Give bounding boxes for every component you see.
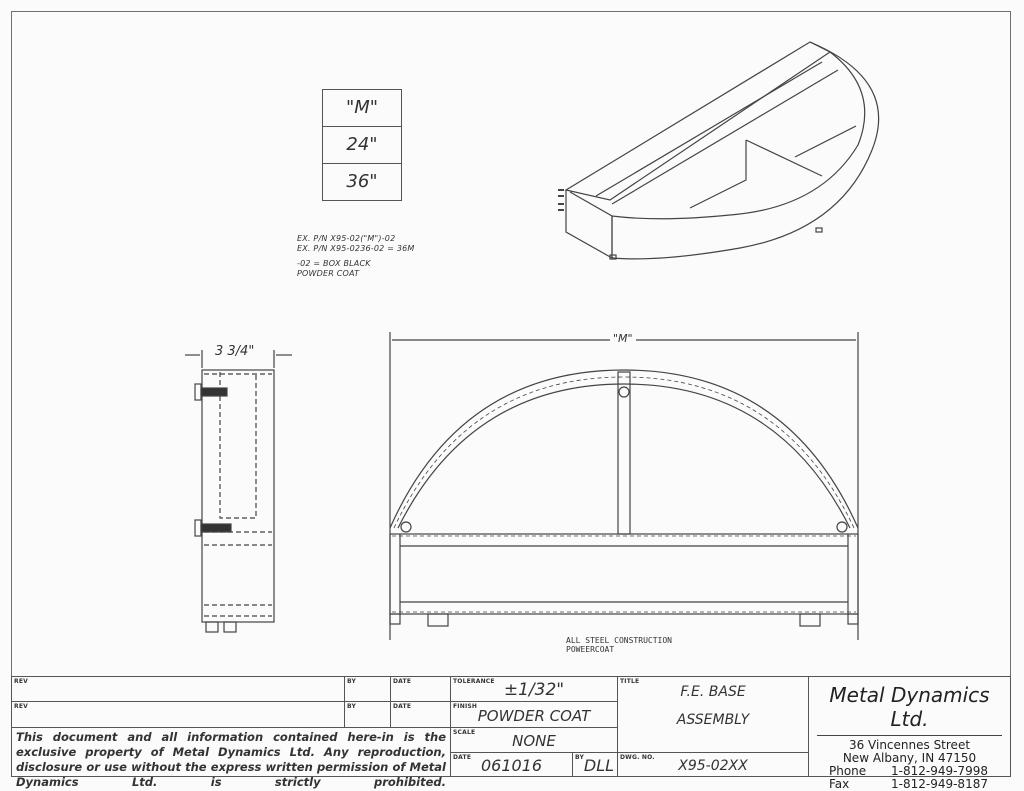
size-table-row: 36" — [346, 171, 378, 192]
construction-note-line: POWEERCOAT — [566, 645, 615, 654]
rev-cell: REV — [11, 701, 345, 728]
part-number-notes: EX. P/N X95-02("M")-02 EX. P/N X95-0236-… — [297, 234, 415, 279]
date-value: 061016 — [480, 756, 543, 775]
size-table-header: "M" — [323, 90, 401, 127]
rev-by-cell: BY — [344, 676, 391, 702]
front-view — [389, 332, 859, 640]
drawn-by-cell: BY DLL — [572, 752, 618, 777]
date-label: DATE — [393, 703, 412, 710]
drawing-number-cell: DWG. NO. X95-02XX — [617, 752, 809, 777]
fax-number: 1-812-949-8187 — [891, 777, 988, 791]
tolerance-label: TOLERANCE — [453, 678, 495, 685]
scale-label: SCALE — [453, 729, 476, 736]
scale-value: NONE — [512, 732, 556, 750]
title-line-2: ASSEMBLY — [676, 712, 750, 728]
size-table-row: 24" — [323, 127, 401, 164]
rev-by-cell: BY — [344, 701, 391, 728]
title-line-1: F.E. BASE — [680, 684, 746, 700]
front-width-dimension: "M" — [610, 332, 636, 345]
size-table: "M" 24" 36" — [322, 89, 402, 201]
construction-note-line: ALL STEEL CONSTRUCTION — [566, 636, 672, 645]
phone-number: 1-812-949-7998 — [891, 764, 988, 778]
part-note-line: EX. P/N X95-02("M")-02 — [297, 234, 396, 243]
rev-cell: REV — [11, 676, 345, 702]
side-view — [185, 350, 292, 633]
date-cell: DATE 061016 — [450, 752, 573, 777]
side-width-dimension: 3 3/4" — [212, 344, 258, 359]
drawing-number-label: DWG. NO. — [620, 754, 655, 761]
drawing-number-value: X95-02XX — [678, 758, 748, 774]
legal-notice: This document and all information contai… — [11, 727, 451, 789]
phone-label: Phone — [829, 764, 867, 778]
rev-date-cell: DATE — [390, 676, 451, 702]
company-city: New Albany, IN 47150 — [842, 751, 977, 765]
by-label: BY — [347, 703, 356, 710]
drawn-by-label: BY — [575, 754, 584, 761]
rev-label: REV — [14, 678, 28, 685]
finish-label: FINISH — [453, 703, 478, 710]
company-name: Metal Dynamics Ltd. — [829, 683, 990, 731]
title-cell: TITLE F.E. BASE ASSEMBLY — [617, 676, 809, 753]
tolerance-cell: TOLERANCE ±1/32" — [450, 676, 618, 702]
rev-date-cell: DATE — [390, 701, 451, 728]
construction-note: ALL STEEL CONSTRUCTION POWEERCOAT — [566, 636, 672, 654]
fax-label: Fax — [829, 777, 850, 791]
scale-cell: SCALE NONE — [450, 727, 618, 753]
part-note-line: POWDER COAT — [297, 269, 360, 278]
isometric-view — [558, 41, 880, 260]
date-label: DATE — [453, 754, 472, 761]
date-label: DATE — [393, 678, 412, 685]
finish-cell: FINISH POWDER COAT — [450, 701, 618, 728]
company-street: 36 Vincennes Street — [848, 738, 971, 752]
company-block: Metal Dynamics Ltd. 36 Vincennes Street … — [808, 676, 1011, 791]
company-divider — [817, 735, 1002, 736]
title-label: TITLE — [620, 678, 640, 685]
by-label: BY — [347, 678, 356, 685]
tolerance-value: ±1/32" — [503, 680, 565, 700]
title-block: REV BY DATE REV BY DATE This document an… — [11, 676, 1011, 791]
part-note-line: -02 = BOX BLACK — [297, 259, 371, 268]
drawn-by-value: DLL — [583, 756, 615, 775]
part-note-line: EX. P/N X95-0236-02 = 36M — [297, 244, 415, 253]
finish-value: POWDER COAT — [477, 707, 591, 725]
rev-label: REV — [14, 703, 28, 710]
